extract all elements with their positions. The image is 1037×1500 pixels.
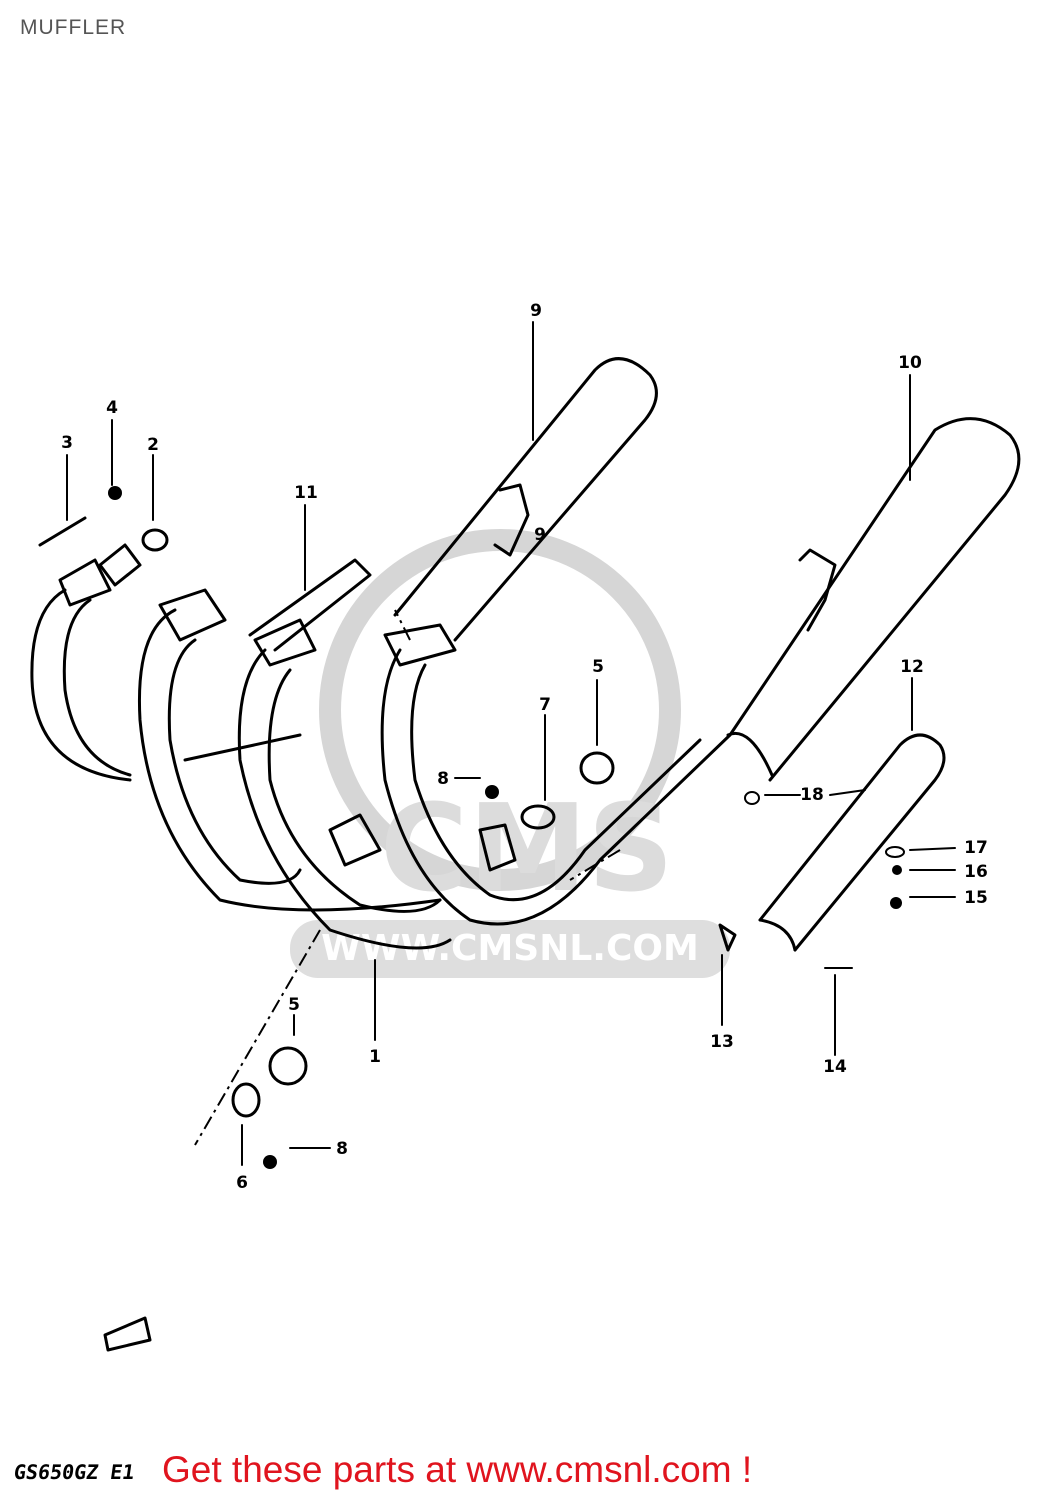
callout-3: 3 bbox=[61, 433, 73, 453]
muffler-9 bbox=[393, 357, 658, 642]
model-code: GS650GZ E1 bbox=[12, 1460, 137, 1484]
leader-lines bbox=[66, 321, 956, 1166]
callout-17: 17 bbox=[964, 838, 988, 858]
callout-16: 16 bbox=[964, 862, 988, 882]
callout-15: 15 bbox=[964, 888, 988, 908]
callout-8a: 8 bbox=[437, 769, 449, 789]
callout-11: 11 bbox=[294, 483, 318, 503]
watermark-logo: CMS bbox=[380, 780, 674, 919]
callout-4: 4 bbox=[106, 398, 118, 418]
callout-labels: 1 2 3 4 5 5 6 7 8 8 9 9 10 11 12 13 14 1… bbox=[61, 301, 988, 1193]
callout-9a: 9 bbox=[530, 301, 542, 321]
callout-5a: 5 bbox=[592, 657, 604, 677]
muffler-exploded-diagram: CMS WWW.CMSNL.COM bbox=[30, 301, 1021, 1352]
callout-18: 18 bbox=[800, 785, 824, 805]
shop-link[interactable]: Get these parts at www.cmsnl.com ! bbox=[162, 1449, 753, 1490]
muffler-12 bbox=[758, 733, 946, 952]
callout-8b: 8 bbox=[336, 1139, 348, 1159]
bracket-11 bbox=[248, 558, 372, 652]
cmsnl-watermark: CMS WWW.CMSNL.COM bbox=[290, 529, 730, 978]
callout-2: 2 bbox=[147, 435, 159, 455]
muffler-10 bbox=[726, 417, 1021, 782]
callout-9b: 9 bbox=[534, 525, 546, 545]
centre-lines bbox=[194, 609, 621, 1146]
callout-5b: 5 bbox=[288, 995, 300, 1015]
page-title: MUFFLER bbox=[20, 16, 127, 39]
watermark-url: WWW.CMSNL.COM bbox=[321, 928, 699, 969]
callout-13: 13 bbox=[710, 1032, 734, 1052]
callout-1: 1 bbox=[369, 1047, 381, 1067]
callout-10: 10 bbox=[898, 353, 922, 373]
callout-7: 7 bbox=[539, 695, 551, 715]
callout-6: 6 bbox=[236, 1173, 248, 1193]
exhaust-pipes-1 bbox=[30, 558, 732, 950]
small-parts bbox=[38, 486, 905, 1352]
callout-12: 12 bbox=[900, 657, 924, 677]
callout-14: 14 bbox=[823, 1057, 847, 1077]
